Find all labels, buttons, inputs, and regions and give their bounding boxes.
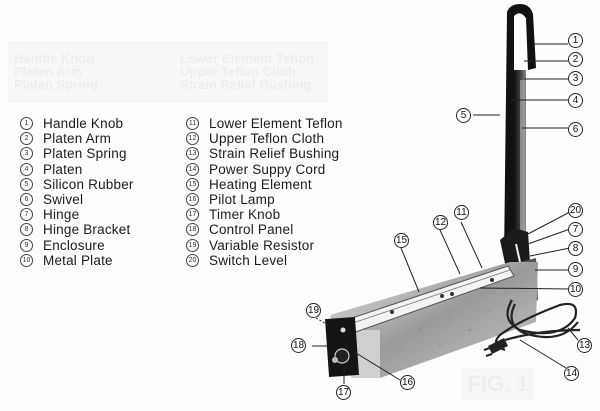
- part-label: Switch Level: [209, 252, 288, 268]
- part-label: Metal Plate: [43, 252, 113, 268]
- ghost-line: Platen Spring: [14, 77, 98, 92]
- legend-item: 18 Control Panel: [186, 222, 343, 237]
- part-label: Platen Arm: [43, 131, 112, 147]
- control-panel-shape: [325, 317, 359, 377]
- part-number-badge: 9: [20, 238, 33, 252]
- part-number-badge: 4: [20, 162, 33, 176]
- legend-item: 1 Handle Knob: [20, 116, 134, 131]
- callout-2: 2: [568, 52, 583, 67]
- ghost-line: Upper Teflon Cloth: [180, 64, 297, 79]
- legend-item: 12 Upper Teflon Cloth: [186, 131, 343, 146]
- callout-4: 4: [568, 93, 583, 108]
- part-label: Variable Resistor: [209, 237, 315, 253]
- part-label: Timer Knob: [209, 207, 281, 223]
- ghost-line: Handle Knob: [14, 51, 95, 66]
- callout-18: 18: [291, 338, 306, 353]
- legend-item: 2 Platen Arm: [20, 131, 134, 146]
- legend-item: 10 Metal Plate: [20, 253, 134, 268]
- part-label: Hinge Bracket: [43, 222, 131, 238]
- part-label: Swivel: [43, 192, 84, 208]
- part-number-badge: 14: [186, 162, 199, 176]
- legend-item: 17 Timer Knob: [186, 207, 343, 222]
- callout-11: 11: [454, 205, 469, 220]
- ghost-line: Strain Relief Bushing: [180, 77, 312, 92]
- part-number-badge: 1: [20, 117, 33, 131]
- part-label: Power Suppy Cord: [209, 161, 326, 177]
- callout-17: 17: [336, 385, 351, 400]
- callout-3: 3: [568, 71, 583, 86]
- legend-item: 4 Platen: [20, 162, 134, 177]
- ghost-line: Platen Arm: [14, 64, 83, 79]
- legend-item: 5 Silicon Rubber: [20, 177, 134, 192]
- platen-arm-shape: [504, 4, 536, 258]
- legend-item: 7 Hinge: [20, 207, 134, 222]
- callout-7: 7: [568, 222, 583, 237]
- part-number-badge: 3: [20, 147, 33, 161]
- part-number-badge: 5: [20, 177, 33, 191]
- legend-item: 3 Platen Spring: [20, 146, 134, 161]
- part-number-badge: 16: [186, 193, 199, 207]
- part-label: Strain Relief Bushing: [209, 146, 340, 162]
- legend-item: 20 Switch Level: [186, 253, 343, 268]
- ghost-column-2: Lower Element Teflon Upper Teflon Cloth …: [180, 52, 314, 91]
- parts-legend-column-2: 11 Lower Element Teflon 12 Upper Teflon Cl…: [186, 116, 343, 268]
- part-label: Silicon Rubber: [43, 176, 134, 192]
- legend-item: 19 Variable Resistor: [186, 238, 343, 253]
- part-label: Upper Teflon Cloth: [209, 131, 325, 147]
- legend-item: 8 Hinge Bracket: [20, 222, 134, 237]
- part-label: Enclosure: [43, 237, 105, 253]
- part-label: Platen Spring: [43, 146, 127, 162]
- part-number-badge: 10: [20, 253, 33, 267]
- part-label: Control Panel: [209, 222, 294, 238]
- figure-label: FIG. 1: [462, 368, 534, 400]
- callout-12: 12: [433, 215, 448, 230]
- callout-8: 8: [568, 241, 583, 256]
- part-number-badge: 11: [186, 117, 199, 131]
- callout-19: 19: [306, 303, 321, 318]
- callout-5: 5: [456, 108, 471, 123]
- callout-13: 13: [577, 338, 592, 353]
- legend-item: 6 Swivel: [20, 192, 134, 207]
- part-number-badge: 13: [186, 147, 199, 161]
- legend-item: 15 Heating Element: [186, 177, 343, 192]
- part-label: Handle Knob: [43, 116, 124, 132]
- part-label: Hinge: [43, 207, 80, 223]
- callout-16: 16: [400, 375, 415, 390]
- part-number-badge: 17: [186, 208, 199, 222]
- callout-10: 10: [568, 282, 583, 297]
- callout-9: 9: [568, 262, 583, 277]
- part-number-badge: 2: [20, 132, 33, 146]
- ghost-column-1: Handle Knob Platen Arm Platen Spring: [14, 52, 98, 91]
- part-number-badge: 15: [186, 177, 199, 191]
- part-label: Pilot Lamp: [209, 192, 275, 208]
- legend-item: 9 Enclosure: [20, 238, 134, 253]
- part-number-badge: 8: [20, 223, 33, 237]
- legend-item: 14 Power Suppy Cord: [186, 162, 343, 177]
- ghosted-text-area: Handle Knob Platen Arm Platen Spring Low…: [8, 42, 328, 102]
- part-number-badge: 12: [186, 132, 199, 146]
- callout-1: 1: [568, 33, 583, 48]
- leader-lines: [312, 43, 579, 384]
- legend-item: 11 Lower Element Teflon: [186, 116, 343, 131]
- part-number-badge: 20: [186, 253, 199, 267]
- part-label: Lower Element Teflon: [209, 116, 343, 132]
- ghost-line: Lower Element Teflon: [180, 51, 315, 66]
- legend-item: 16 Pilot Lamp: [186, 192, 343, 207]
- part-label: Platen: [43, 161, 83, 177]
- part-label: Heating Element: [209, 176, 312, 192]
- part-number-badge: 7: [20, 208, 33, 222]
- part-number-badge: 6: [20, 193, 33, 207]
- callout-6: 6: [568, 122, 583, 137]
- part-number-badge: 19: [186, 238, 199, 252]
- callout-15: 15: [394, 233, 409, 248]
- legend-item: 13 Strain Relief Bushing: [186, 146, 343, 161]
- power-cord-shape: [494, 299, 581, 352]
- callout-20: 20: [568, 203, 583, 218]
- callout-14: 14: [564, 366, 579, 381]
- part-number-badge: 18: [186, 223, 199, 237]
